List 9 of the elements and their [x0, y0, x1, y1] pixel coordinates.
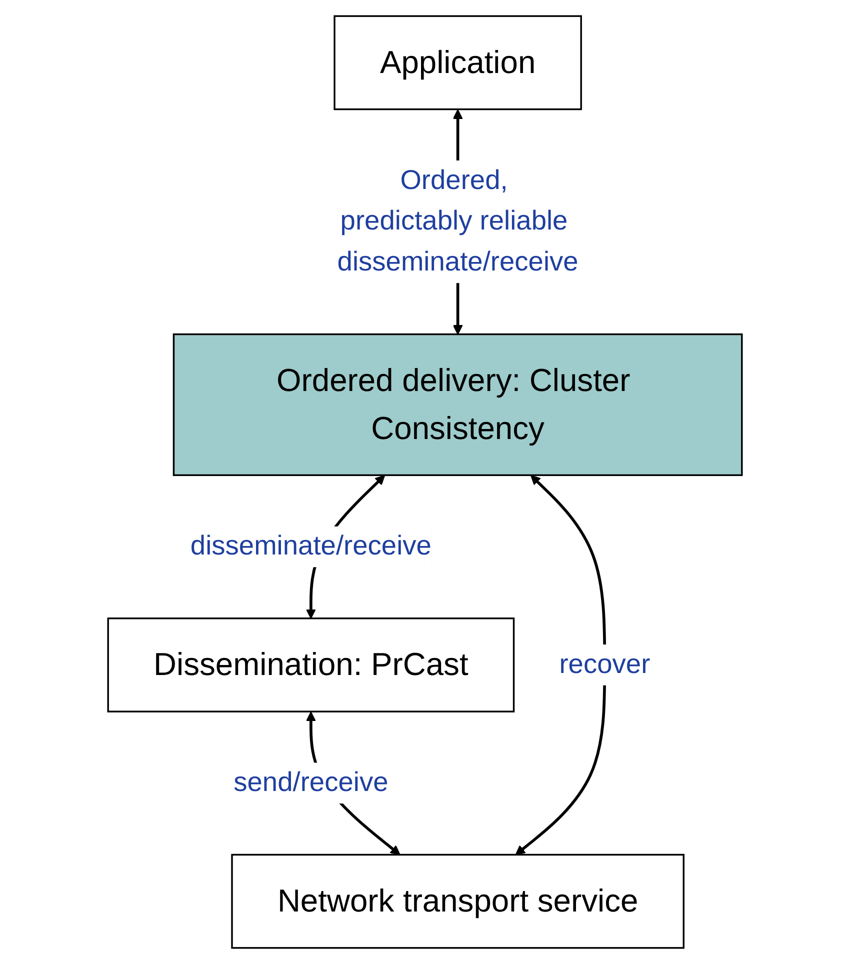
process-box: Dissemination: PrCast: [107, 617, 515, 712]
edge-label: send/receive: [234, 762, 388, 804]
double-arrow: [515, 474, 606, 855]
edge-label: Ordered, predictably reliable disseminate/receive: [337, 160, 578, 283]
process-box: Network transport service: [231, 853, 684, 948]
process-box: Application: [334, 14, 582, 110]
edge-label: disseminate/receive: [190, 526, 432, 567]
process-box: Ordered delivery: Cluster Consistency: [172, 332, 743, 476]
edge-label: recover: [559, 644, 650, 685]
